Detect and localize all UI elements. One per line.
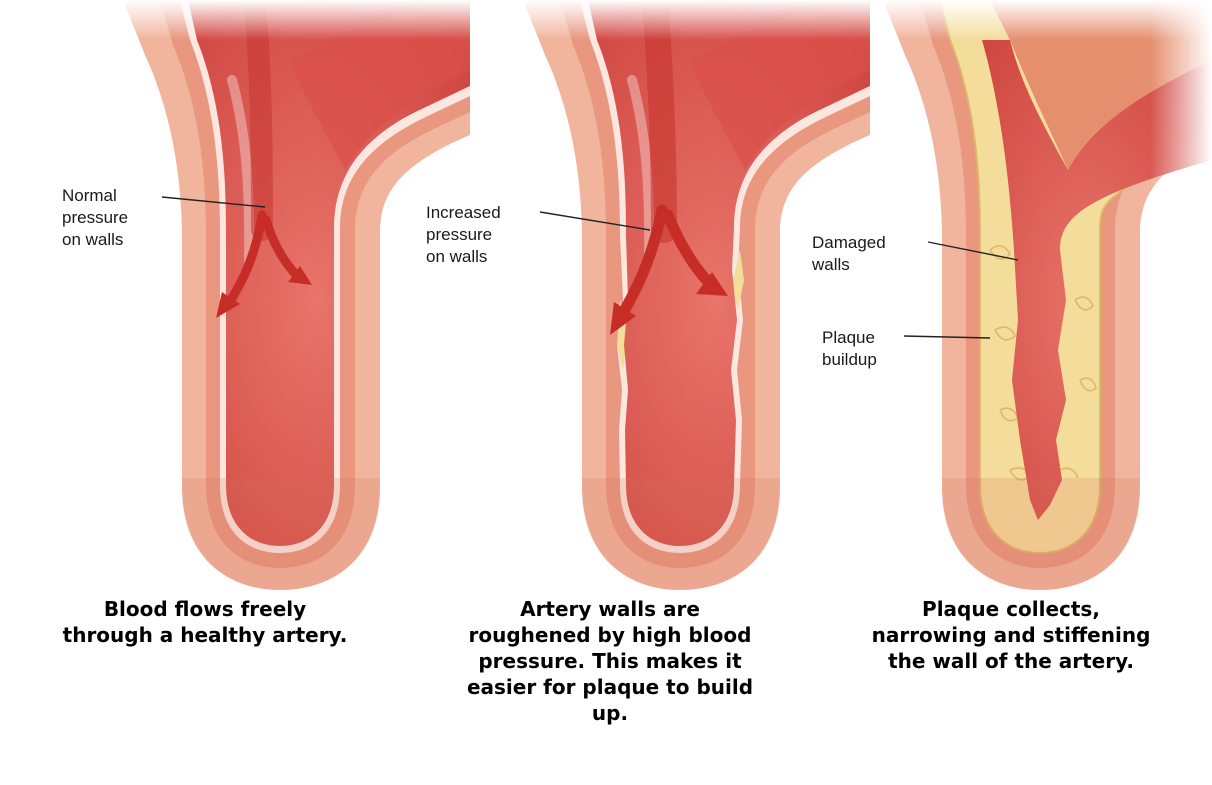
- roughened-artery-illustration: [523, 0, 870, 590]
- increased-pressure-label: Increased pressure on walls: [426, 202, 501, 268]
- healthy-artery-illustration: [123, 0, 470, 590]
- plaque-buildup-label: Plaque buildup: [822, 327, 877, 371]
- healthy-artery-caption: Blood flows freely through a healthy art…: [0, 596, 410, 648]
- bottom-cut-shade: [182, 478, 380, 590]
- bottom-cut-shade: [582, 478, 780, 590]
- normal-pressure-label: Normal pressure on walls: [62, 185, 128, 251]
- bottom-cut-shade: [942, 478, 1140, 590]
- roughened-artery-caption: Artery walls are roughened by high blood…: [410, 596, 810, 726]
- artery-illustrations: [0, 0, 1212, 596]
- damaged-walls-label: Damaged walls: [812, 232, 886, 276]
- plaque-artery-caption: Plaque collects, narrowing and stiffenin…: [810, 596, 1212, 674]
